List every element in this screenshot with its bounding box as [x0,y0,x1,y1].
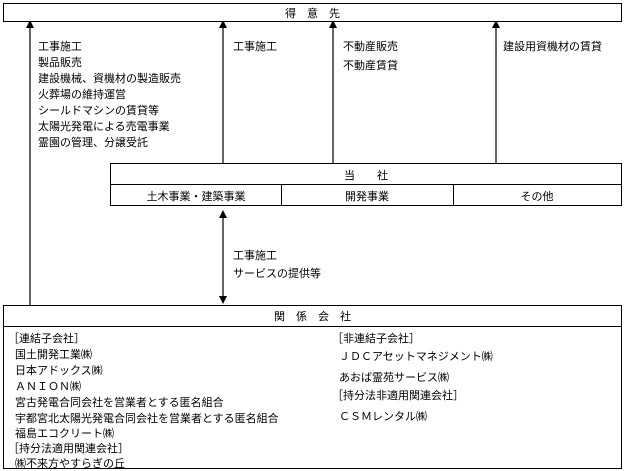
flow-label: 太陽光発電による売電事業 [38,120,170,133]
list-item: あおば霊苑サービス㈱ [339,371,449,384]
list-item: ㈱不来方やすらぎの丘 [15,457,125,470]
flow-label: 火葬場の維持運営 [38,88,126,101]
list-item: ＪＤＣアセットマネジメント㈱ [339,350,493,363]
flow-label: 不動産販売 [343,40,398,53]
service-label: 工事施工 [233,249,277,262]
segment-label: 土木事業・建築事業 [146,190,246,203]
list-item: ＣＳＭレンタル㈱ [339,410,427,423]
list-item: 日本アドックス㈱ [15,364,103,377]
list-item: ＡＮＩＯＮ㈱ [15,380,81,393]
company-box: 当 社 土木事業・建築事業 開発事業 その他 [110,163,622,206]
flow-label: 建設機械、資機材の製造販売 [38,72,181,85]
service-label: サービスの提供等 [233,267,321,280]
non-equity-method-heading: ［持分法非適用関連会社］ [332,389,464,402]
segment-label: その他 [520,190,554,203]
list-item: 福島エコクリート㈱ [15,427,114,440]
segment-label: 開発事業 [345,190,389,203]
non-consolidated-heading: ［非連結子会社］ [332,332,420,345]
flow-label: 霊園の管理、分譲受託 [38,136,148,149]
list-item: 国土開発工業㈱ [15,348,92,361]
customers-title: 得 意 先 [285,7,340,20]
flow-label: 工事施工 [233,40,277,53]
flow-label: 建設用資機材の賃貸 [503,40,602,53]
flow-label: 製品販売 [38,56,82,69]
list-item: 宇都宮北太陽光発電合同会社を営業者とする匿名組合 [15,412,279,425]
company-title: 当 社 [344,169,388,182]
flow-label: 不動産賃貸 [343,59,398,72]
consolidated-heading: ［連結子会社］ [8,332,85,345]
affiliates-header: 関 係 会 社 [4,306,621,327]
affiliates-box: 関 係 会 社 ［連結子会社］ 国土開発工業㈱ 日本アドックス㈱ ＡＮＩＯＮ㈱ … [3,305,622,469]
customers-box: 得 意 先 [3,3,622,22]
equity-method-heading: ［持分法適用関連会社］ [8,442,129,455]
flow-label: シールドマシンの賃貸等 [38,104,159,117]
flow-label: 工事施工 [38,40,82,53]
segment-development: 開発事業 [281,185,454,205]
segment-row: 土木事業・建築事業 開発事業 その他 [111,184,621,205]
affiliates-title: 関 係 会 社 [274,310,351,323]
list-item: 宮古発電合同会社を営業者とする匿名組合 [15,396,224,409]
segment-other: その他 [453,185,621,205]
segment-civil-construction: 土木事業・建築事業 [111,185,282,205]
